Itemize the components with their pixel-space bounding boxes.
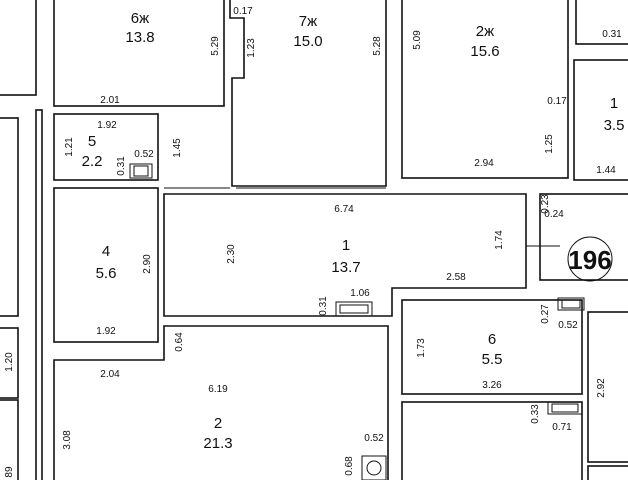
room-2zh-area: 15.6 [470,43,499,60]
room-2zh-number: 2ж [476,23,494,40]
room-4-outline [53,187,159,343]
vent-room-5-inner [133,165,149,177]
room-2-area: 21.3 [203,435,232,452]
vent-room-6-inner [561,299,581,309]
dim-label: 1.20 [4,352,15,372]
room-7zh-area: 15.0 [293,33,322,50]
vent-below-6 [547,401,583,415]
fixtures [129,163,613,480]
dim-label: 3.26 [482,380,502,391]
wall-top-right [575,0,628,45]
vent-hall [335,301,373,317]
riser-box [361,455,387,480]
dimension-labels: 0.17 0.31 0.17 2.94 2.01 1.92 0.52 1.44 … [96,6,622,444]
dim-label: 0.17 [233,6,253,17]
dim-label: 1.45 [172,138,183,158]
room-6-outline [401,299,583,395]
wall-left-low [0,327,19,399]
dim-label: 0.68 [344,456,355,476]
room-1-right-area: 3.5 [604,117,625,134]
dim-label: 0.31 [116,156,127,176]
dim-label: 2.01 [100,95,120,106]
room-1-number: 1 [342,237,350,254]
room-labels: 6ж 13.8 7ж 15.0 2ж 15.6 1 3.5 5 2.2 4 5.… [82,10,625,452]
room-1-right-outline [573,59,628,181]
room-6-area: 5.5 [482,351,503,368]
dim-label: 3.08 [62,430,73,450]
room-5-number: 5 [88,133,96,150]
room-6zh-area: 13.8 [125,29,154,46]
dim-label: 5.09 [412,30,423,50]
dim-label: 5.29 [210,36,221,56]
apartment-marker-circle [567,236,613,282]
dim-label: 1.25 [544,134,555,154]
dim-label: 0.23 [540,194,551,214]
dim-label: 0.17 [547,96,567,107]
dim-label: 0.31 [602,29,622,40]
room-2zh-outline [401,0,569,179]
dim-label: 2.90 [142,254,153,274]
dim-label: 6.19 [208,384,228,395]
room-1-area: 13.7 [331,259,360,276]
wall-bottom-right [587,465,628,480]
dim-label: 0.24 [544,209,564,220]
room-6-number: 6 [488,331,496,348]
shaft-outline [539,193,628,281]
vent-room-5 [129,163,153,179]
wall-right-column [587,311,628,463]
riser-circle [366,460,382,476]
room-2-outline [53,325,389,480]
dim-label: 2.58 [446,272,466,283]
room-7zh-number: 7ж [299,13,317,30]
dim-label: 1.21 [64,137,75,157]
dim-label: 89 [4,466,15,478]
dim-label: 2.92 [596,378,607,398]
room-below-6-outline [401,401,583,480]
dim-label: 0.71 [552,422,572,433]
dim-label: 1.92 [97,120,117,131]
vent-hall-inner [339,304,369,314]
dim-label: 0.52 [364,433,384,444]
dim-label: 1.06 [350,288,370,299]
dim-label: 0.27 [540,304,551,324]
vent-below-6-inner [551,403,579,413]
dim-label: 5.28 [372,36,383,56]
room-6zh-outline [53,0,225,107]
dim-label: 1.44 [596,165,616,176]
dim-label: 0.52 [134,149,154,160]
dim-label: 2.30 [226,244,237,264]
room-1-outline [163,193,527,317]
room-2-number: 2 [214,415,222,432]
room-1-right-number: 1 [610,95,618,112]
room-6zh-number: 6ж [131,10,149,27]
dim-label: 2.94 [474,158,494,169]
dim-label: 1.23 [246,38,257,58]
dim-label: 6.74 [334,204,354,215]
room-7zh-outline [229,0,387,187]
vent-room-6 [557,297,585,311]
dim-label: 0.31 [318,296,329,316]
dim-label: 1.92 [96,326,116,337]
dimension-labels-vertical: 5.29 1.23 5.28 5.09 1.25 1.21 1.45 0.31 … [4,30,607,478]
apartment-number: 196 [568,245,611,275]
room-5-area: 2.2 [82,153,103,170]
dim-label: 1.74 [494,230,505,250]
room-4-area: 5.6 [96,265,117,282]
wall-left-mid [0,117,19,317]
dim-label: 0.33 [530,404,541,424]
dim-label: 0.52 [558,320,578,331]
room-5-outline [53,113,159,181]
wall-left-bottom [0,399,19,480]
wall-left-top [0,0,37,96]
room-4-number: 4 [102,243,110,260]
dim-label: 2.04 [100,369,120,380]
dim-label: 0.64 [174,332,185,352]
dim-label: 1.73 [416,338,427,358]
wall-left-inner [35,109,43,480]
